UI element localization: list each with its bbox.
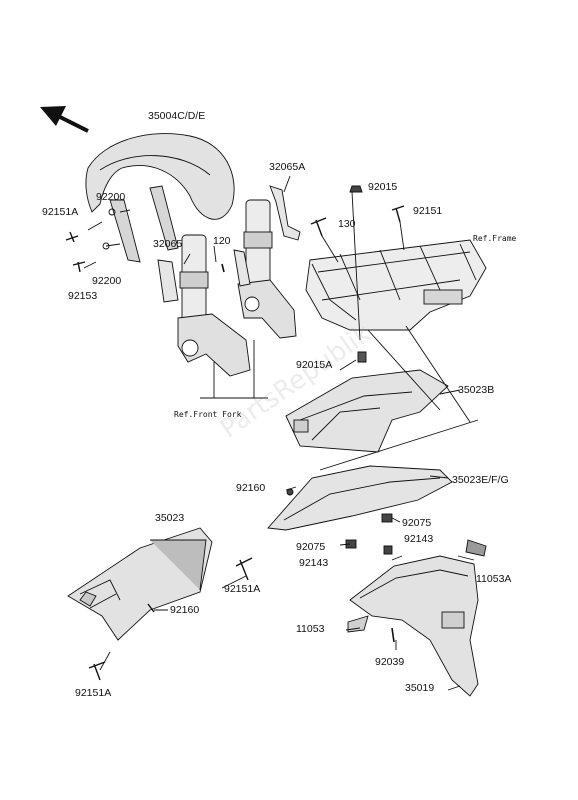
part-label-92075-left[interactable]: 92075 xyxy=(296,541,326,553)
part-label-32065a[interactable]: 32065A xyxy=(269,161,306,173)
part-label-35023b[interactable]: 35023B xyxy=(458,384,495,396)
part-label-92015[interactable]: 92015 xyxy=(368,181,398,193)
part-label-92200-bottom[interactable]: 92200 xyxy=(92,275,122,287)
part-label-92160-bottom[interactable]: 92160 xyxy=(170,604,200,616)
side-cover-shape xyxy=(67,527,253,681)
part-label-35023efg[interactable]: 35023E/F/G xyxy=(452,474,509,486)
inner-tray-shape xyxy=(285,351,449,453)
front-fender-shape xyxy=(85,133,235,263)
part-label-92160-mid[interactable]: 92160 xyxy=(236,482,266,494)
part-label-92015a[interactable]: 92015A xyxy=(296,359,333,371)
front-direction-arrow-icon xyxy=(40,106,89,133)
part-label-35004cde[interactable]: 35004C/D/E xyxy=(148,110,206,122)
rear-fender-shape xyxy=(345,539,487,697)
part-label-11053a[interactable]: 11053A xyxy=(476,573,512,585)
part-label-92151a-bottom[interactable]: 92151A xyxy=(75,687,112,699)
part-label-130[interactable]: 130 xyxy=(338,218,356,230)
part-label-11053[interactable]: 11053 xyxy=(296,623,325,635)
part-label-35023[interactable]: 35023 xyxy=(155,512,185,524)
part-label-92153[interactable]: 92153 xyxy=(68,290,98,302)
part-label-92075-right[interactable]: 92075 xyxy=(402,517,432,529)
part-label-92200-top[interactable]: 92200 xyxy=(96,191,126,203)
front-fork-shape xyxy=(157,199,297,377)
tail-cover-shape xyxy=(267,465,453,549)
rear-frame-shape xyxy=(305,239,487,331)
fastener-group-left xyxy=(65,208,225,273)
part-label-92143-right[interactable]: 92143 xyxy=(404,533,434,545)
part-label-92143-left[interactable]: 92143 xyxy=(299,557,329,569)
part-label-92151[interactable]: 92151 xyxy=(413,205,443,217)
ref-front-fork-label: Ref.Front Fork xyxy=(174,410,242,419)
part-label-92039[interactable]: 92039 xyxy=(375,656,405,668)
fastener-group-top xyxy=(310,185,405,341)
part-label-120[interactable]: 120 xyxy=(213,235,231,247)
part-label-92151a-top[interactable]: 92151A xyxy=(42,206,79,218)
part-label-32065[interactable]: 32065 xyxy=(153,238,183,250)
ref-frame-label: Ref.Frame xyxy=(473,234,517,243)
bracket-32065a-shape xyxy=(269,185,301,241)
part-label-35019[interactable]: 35019 xyxy=(405,682,435,694)
part-label-92151a-mid[interactable]: 92151A xyxy=(224,583,261,595)
